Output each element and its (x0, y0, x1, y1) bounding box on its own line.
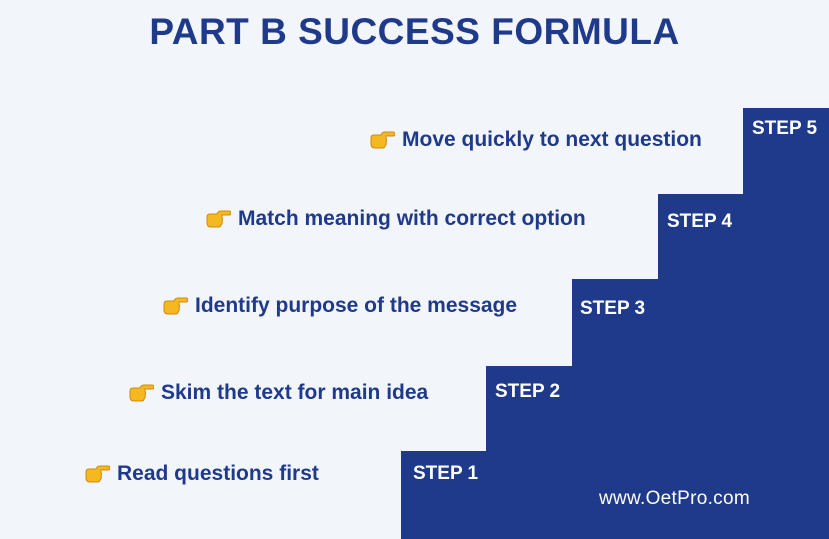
pointing-right-hand-icon (370, 131, 395, 149)
step-2-label: STEP 2 (495, 381, 561, 402)
website-url: www.OetPro.com (599, 488, 750, 509)
step-3-label: STEP 3 (580, 298, 646, 319)
step-2-text: Skim the text for main idea (161, 381, 429, 404)
step-5-label: STEP 5 (752, 118, 818, 139)
pointing-right-hand-icon (85, 465, 110, 483)
step-4-label: STEP 4 (667, 211, 733, 232)
step-1-text: Read questions first (117, 462, 319, 485)
staircase-shape (401, 108, 829, 539)
step-4-item: Match meaning with correct option (205, 206, 586, 232)
step-1-item: Read questions first (84, 461, 319, 487)
step-2-item: Skim the text for main idea (128, 380, 428, 406)
pointing-right-hand-icon (129, 384, 154, 402)
pointing-right-hand-icon (163, 297, 188, 315)
step-3-text: Identify purpose of the message (195, 294, 518, 317)
step-4-text: Match meaning with correct option (238, 207, 586, 230)
step-3-item: Identify purpose of the message (162, 293, 517, 319)
pointing-right-hand-icon (206, 210, 231, 228)
step-1-label: STEP 1 (413, 463, 479, 484)
step-5-text: Move quickly to next question (402, 128, 702, 151)
page-title: PART B SUCCESS FORMULA (149, 11, 680, 52)
step-5-item: Move quickly to next question (369, 127, 702, 153)
